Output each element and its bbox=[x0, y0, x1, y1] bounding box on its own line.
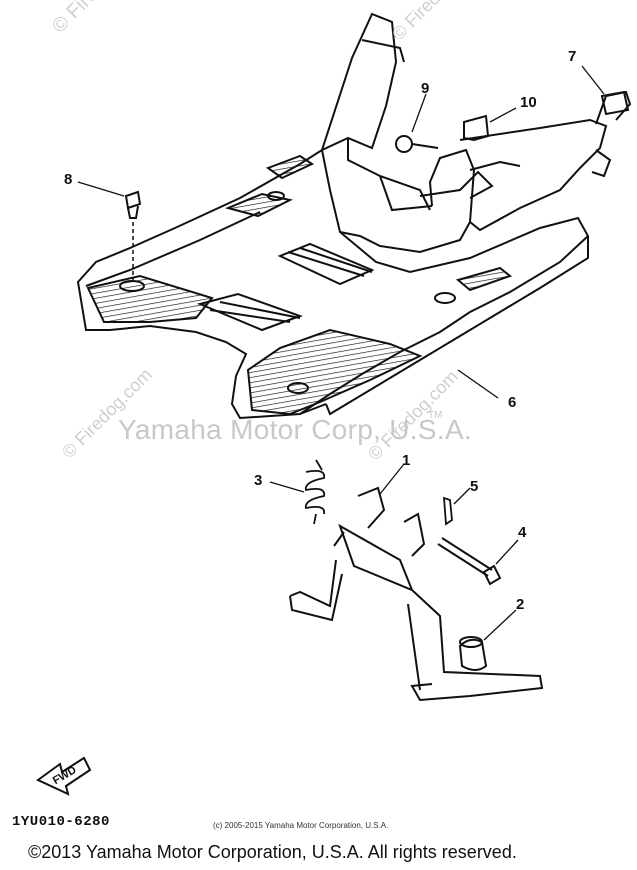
cotter-pin-5 bbox=[442, 487, 471, 526]
small-copyright: (c) 2005-2015 Yamaha Motor Corporation, … bbox=[213, 821, 389, 830]
spring-3 bbox=[269, 459, 326, 525]
shaft-4 bbox=[437, 537, 519, 586]
callout-10: 10 bbox=[520, 94, 537, 111]
callout-7: 7 bbox=[568, 48, 577, 65]
stopper-2 bbox=[458, 609, 517, 671]
callout-1: 1 bbox=[402, 452, 411, 469]
leg-shield bbox=[320, 12, 632, 254]
callout-4: 4 bbox=[518, 524, 527, 541]
bolt-8 bbox=[77, 181, 142, 282]
callout-3: 3 bbox=[254, 472, 263, 489]
clip-7 bbox=[581, 65, 630, 116]
main-stand-1 bbox=[289, 463, 544, 702]
callout-2: 2 bbox=[516, 596, 525, 613]
part-code: 1YU010-6280 bbox=[12, 814, 110, 830]
watermark-center: Yamaha Motor Corp, U.S.A. bbox=[118, 414, 472, 445]
callout-9: 9 bbox=[421, 80, 430, 97]
leader-6 bbox=[457, 369, 499, 399]
callout-5: 5 bbox=[470, 478, 479, 495]
fwd-arrow-icon: FWD bbox=[36, 756, 92, 796]
callout-6: 6 bbox=[508, 394, 517, 411]
callout-8: 8 bbox=[64, 171, 73, 188]
footboard bbox=[76, 148, 590, 420]
watermark-tm: TM bbox=[428, 410, 443, 421]
screw-9 bbox=[395, 93, 439, 153]
footer-copyright: ©2013 Yamaha Motor Corporation, U.S.A. A… bbox=[28, 842, 517, 862]
clip-10 bbox=[463, 107, 517, 142]
